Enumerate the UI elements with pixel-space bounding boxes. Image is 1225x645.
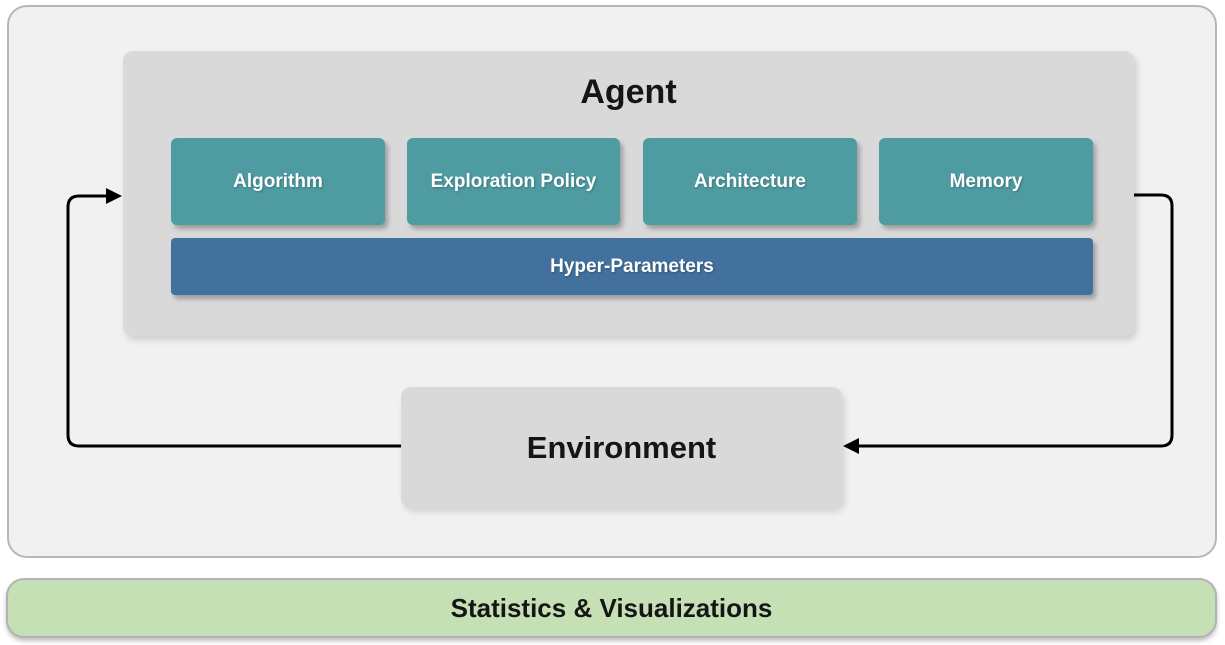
module-memory-label: Memory — [949, 170, 1023, 192]
module-exploration-policy: Exploration Policy — [407, 138, 620, 225]
module-algorithm-label: Algorithm — [233, 170, 323, 192]
module-architecture-label: Architecture — [694, 170, 806, 192]
module-exploration-policy-label: Exploration Policy — [430, 170, 597, 192]
agent-container: Agent Algorithm Exploration Policy Archi… — [123, 51, 1134, 336]
agent-title: Agent — [580, 73, 677, 111]
hyper-parameters-bar: Hyper-Parameters — [171, 238, 1093, 295]
module-architecture: Architecture — [643, 138, 857, 225]
statistics-visualizations-label: Statistics & Visualizations — [450, 592, 773, 623]
module-memory: Memory — [879, 138, 1093, 225]
statistics-visualizations-bar: Statistics & Visualizations — [6, 578, 1217, 638]
hyper-parameters-label: Hyper-Parameters — [550, 255, 714, 277]
environment-box: Environment — [401, 387, 842, 508]
environment-title: Environment — [526, 429, 717, 465]
module-algorithm: Algorithm — [171, 138, 385, 225]
